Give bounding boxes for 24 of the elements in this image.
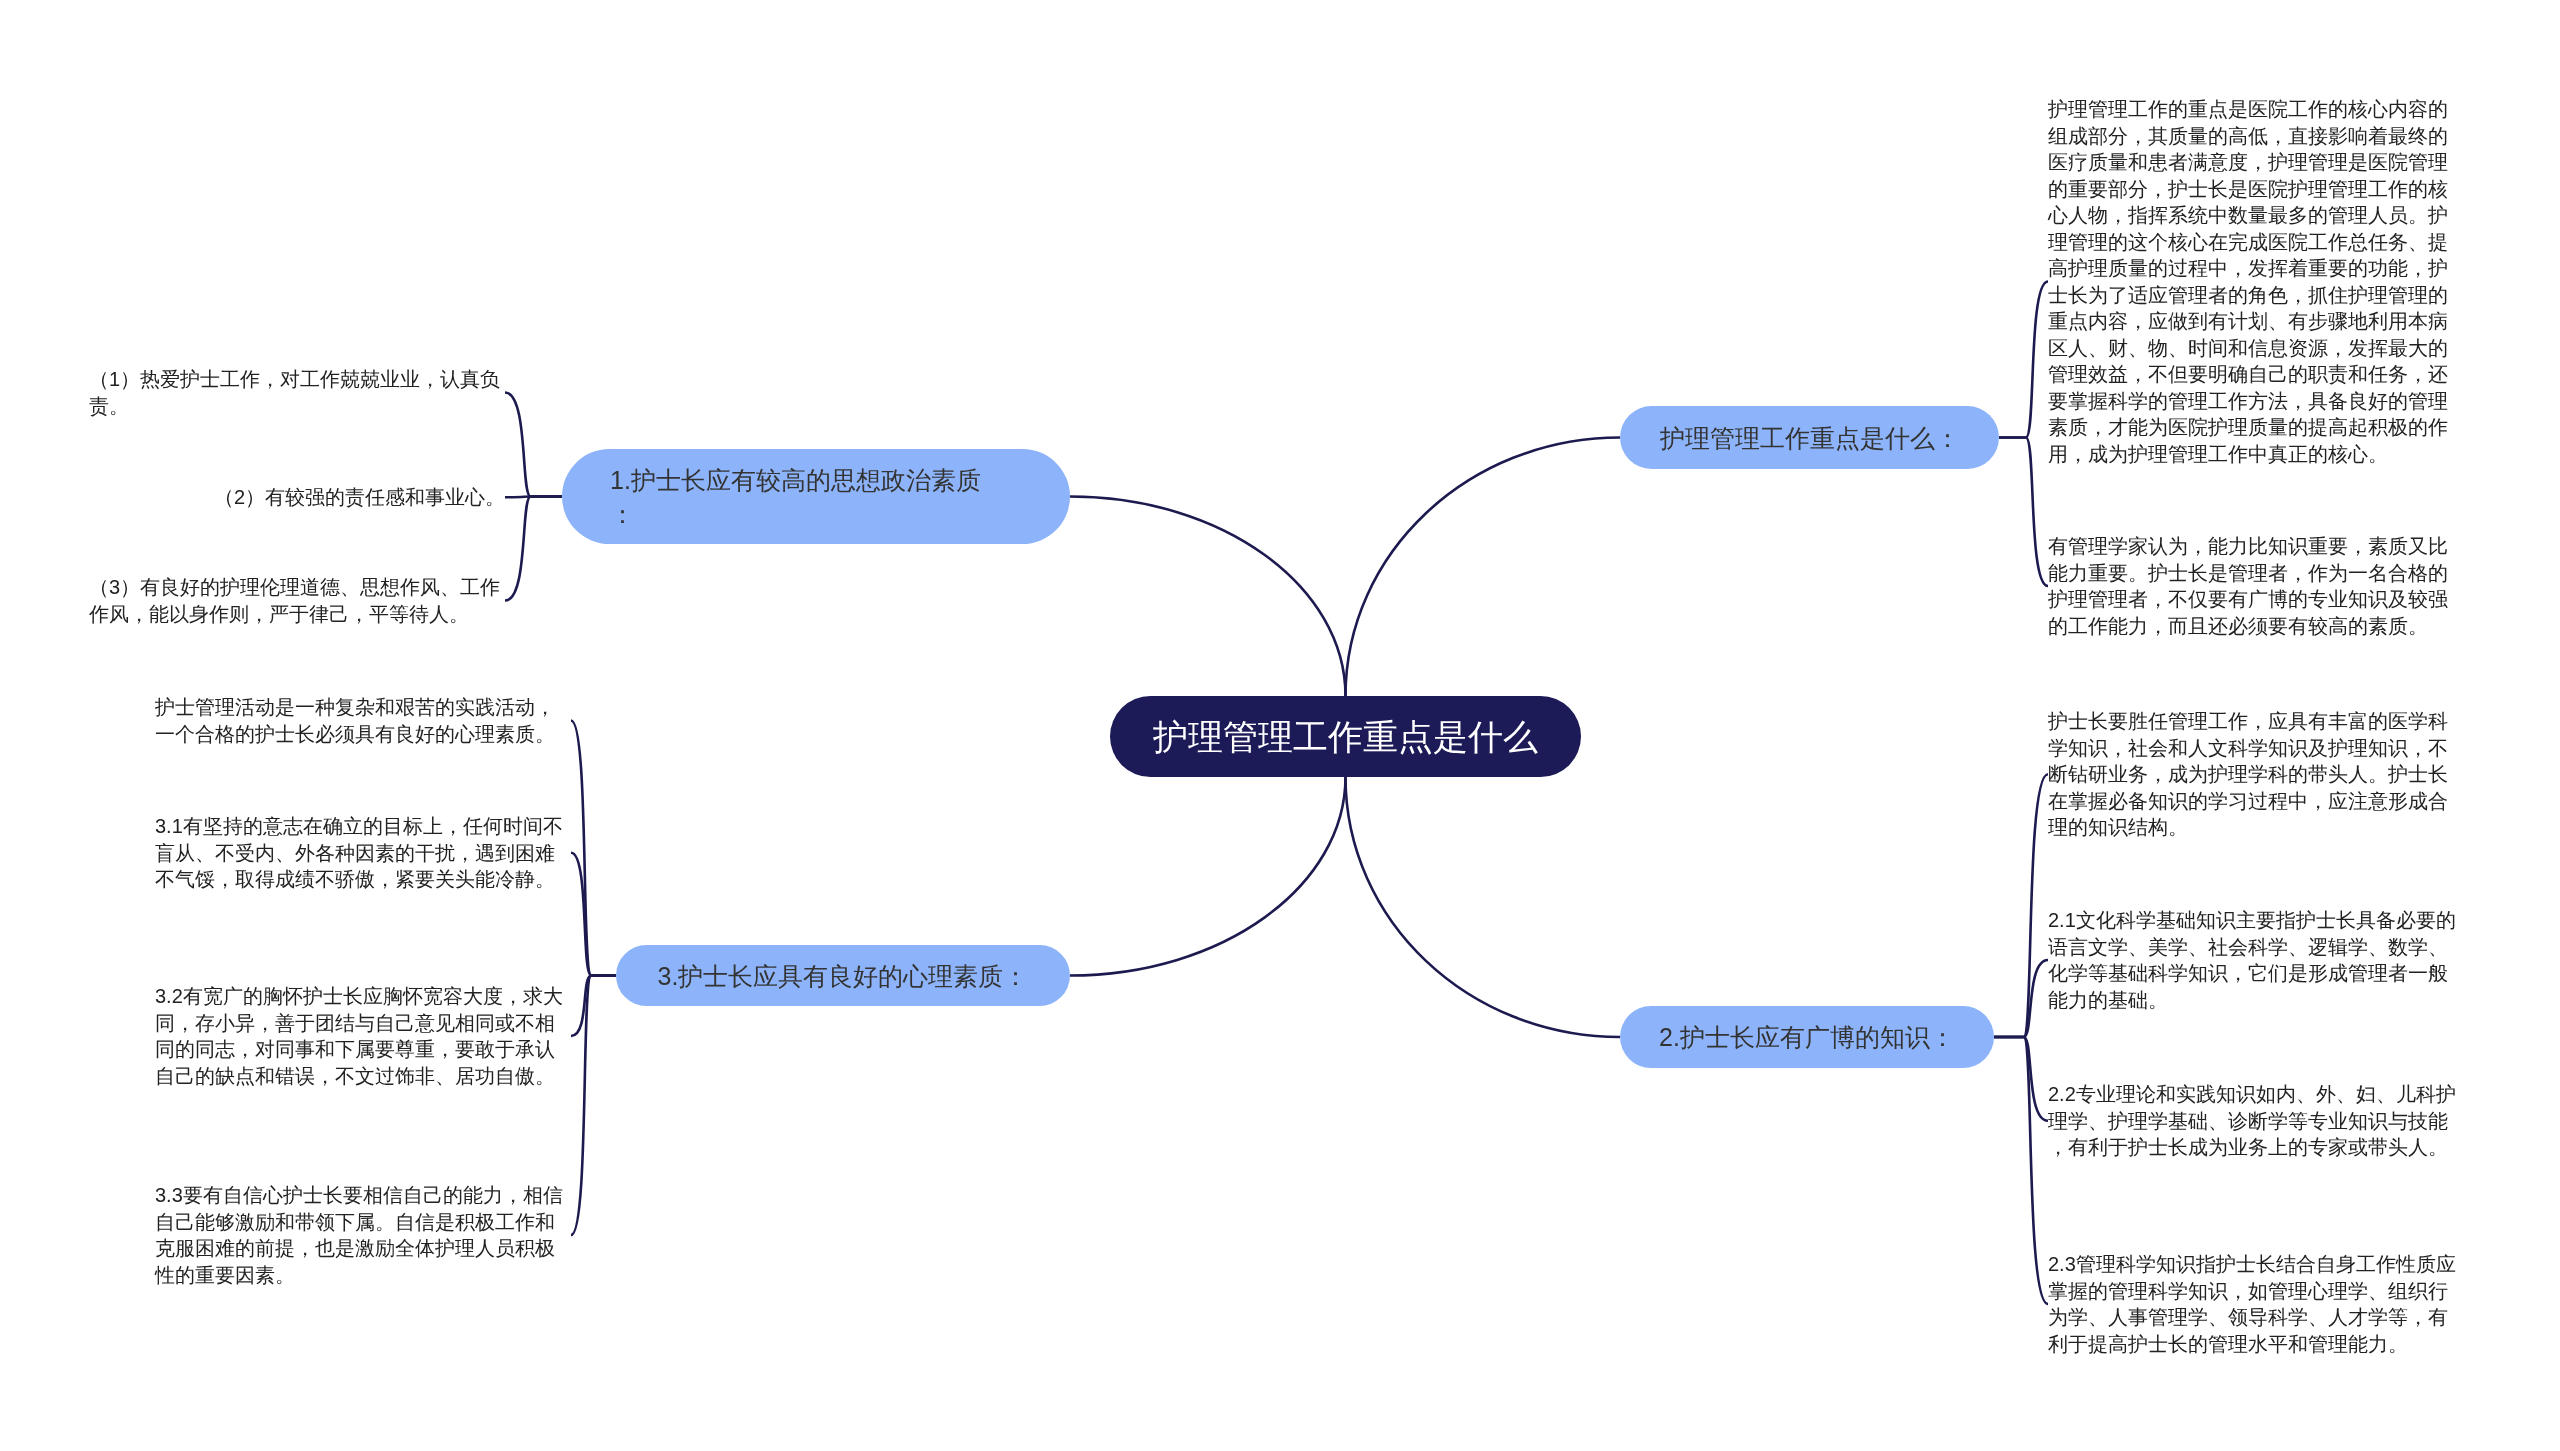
central-topic: 护理管理工作重点是什么 (1110, 696, 1581, 777)
note-text: 3.1有坚持的意志在确立的目标上，任何时间不盲从、不受内、外各种因素的干扰，遇到困难不气馁，取得成绩不骄傲，紧要关头能冷静。 (155, 813, 571, 893)
note-text: 护士长要胜任管理工作，应具有丰富的医学科学知识，社会和人文科学知识及护理知识，不断钻研业务，成为护理学科的带头人。护士长在掌握必备知识的学习过程中，应注意形成合理的知识结构。 (2048, 708, 2464, 841)
note-text: （2）有较强的责任感和事业心。 (213, 484, 505, 511)
note-text: 2.1文化科学基础知识主要指护士长具备必要的语言文学、美学、社会科学、逻辑学、数学、化学等基础科学知识，它们是形成管理者一般能力的基础。 (2048, 907, 2464, 1013)
topic-pill: 3.护士长应具有良好的心理素质： (616, 945, 1070, 1006)
connector-line (1994, 1035, 2049, 1305)
topic-pill: 1.护士长应有较高的思想政治素质： (562, 449, 1070, 544)
connector-line (1999, 436, 2049, 588)
connector-line (504, 495, 562, 602)
connector-line (1344, 776, 1621, 1039)
connector-line (1344, 436, 1621, 697)
note-text: （1）热爱护士工作，对工作兢兢业业，认真负责。 (89, 366, 505, 419)
note-text: 3.3要有自信心护士长要相信自己的能力，相信自己能够激励和带领下属。自信是积极工作和克服困难的前提，也是激励全体护理人员积极性的重要因素。 (155, 1182, 571, 1288)
note-text: 护理管理工作的重点是医院工作的核心内容的组成部分，其质量的高低，直接影响着最终的医疗质量和患者满意度，护理管理是医院管理的重要部分，护士长是医院护理管理工作的核心人物，指挥系统中数量最多的管理人员。护理管理的这个核心在完成医院工作总任务、提高护理质量的过程中，发挥着重要的功能，护士长为了适应管理者的角色，抓住护理管理的重点内容，应做到有计划、有步骤地利用本病区人、财、物、时间和信息资源，发挥最大的管理效益，不但要明确自己的职责和任务，还要掌握科学的管理工作方法，具备良好的管理素质，才能为医院护理质量的提高起积极的作用，成为护理管理工作中真正的核心。 (2048, 96, 2464, 467)
note-text: 护士管理活动是一种复杂和艰苦的实践活动，一个合格的护士长必须具有良好的心理素质。 (155, 694, 571, 747)
note-text: 2.3管理科学知识指护士长结合自身工作性质应掌握的管理科学知识，如管理心理学、组织行为学、人事管理学、领导科学、人才学等，有利于提高护士长的管理水平和管理能力。 (2048, 1251, 2464, 1357)
note-text: 2.2专业理论和实践知识如内、外、妇、儿科护理学、护理学基础、诊断学等专业知识与技能，有利于护士长成为业务上的专家或带头人。 (2048, 1081, 2464, 1161)
note-text: （3）有良好的护理伦理道德、思想作风、工作作风，能以身作则，严于律己，平等待人。 (89, 574, 505, 627)
note-text: 有管理学家认为，能力比知识重要，素质又比能力重要。护士长是管理者，作为一名合格的护理管理者，不仅要有广博的专业知识及较强的工作能力，而且还必须要有较高的素质。 (2048, 533, 2464, 639)
topic-pill: 2.护士长应有广博的知识： (1620, 1006, 1994, 1068)
connector-line (569, 974, 616, 1236)
note-text: 3.2有宽广的胸怀护士长应胸怀宽容大度，求大同，存小异，善于团结与自己意见相同或不相同的同志，对同事和下属要尊重，要敢于承认自己的缺点和错误，不文过饰非、居功自傲。 (155, 983, 571, 1089)
topic-pill: 护理管理工作重点是什么： (1620, 406, 1999, 469)
